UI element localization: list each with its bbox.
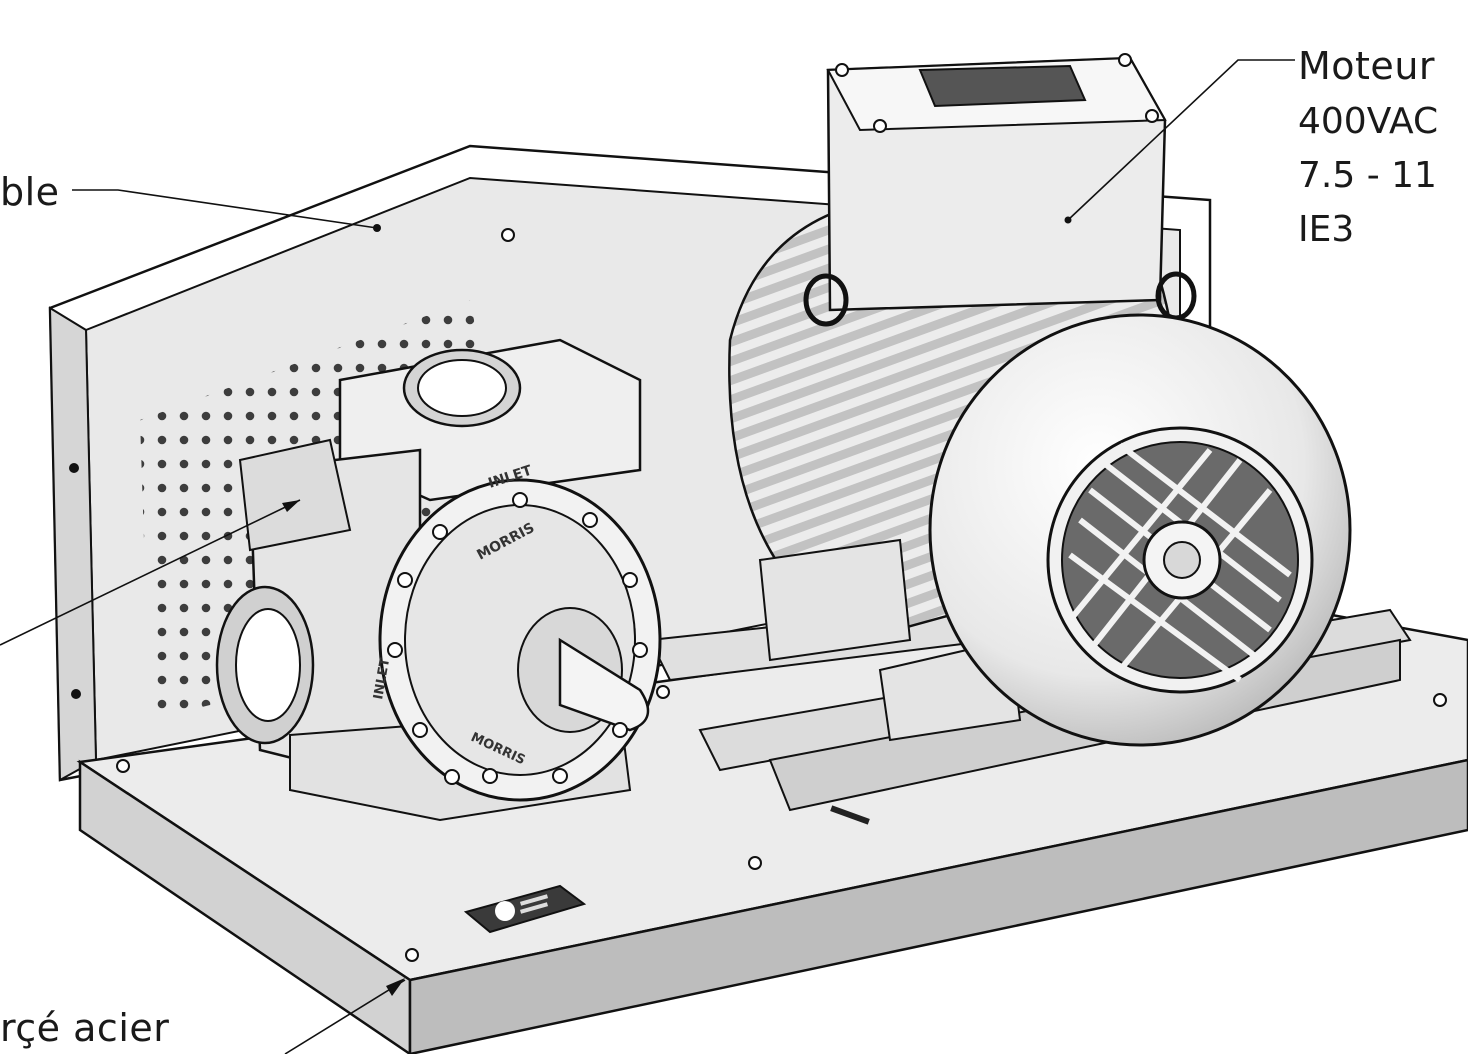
pump: INLET INLET MORRIS MORRIS xyxy=(215,338,662,822)
callout-top-left: ble xyxy=(0,170,60,214)
pump-flange-bolts xyxy=(387,492,648,785)
callout-motor-efficiency: IE3 xyxy=(1298,209,1355,250)
callout-motor-power: 7.5 - 11 xyxy=(1298,155,1437,196)
electric-motor xyxy=(728,53,1352,747)
callout-motor-title: Moteur xyxy=(1298,44,1436,88)
leader-arrow-icon xyxy=(282,500,300,512)
leader-arrow-icon xyxy=(386,978,405,996)
manufacturer-nameplate xyxy=(463,884,587,934)
callout-motor-voltage: 400VAC xyxy=(1298,101,1439,142)
callout-bottom-left: rçé acier xyxy=(0,1006,170,1050)
leader-dot-icon xyxy=(1064,216,1072,224)
pump-side-marking: INLET xyxy=(371,657,393,701)
leader-lines xyxy=(0,59,1295,1055)
